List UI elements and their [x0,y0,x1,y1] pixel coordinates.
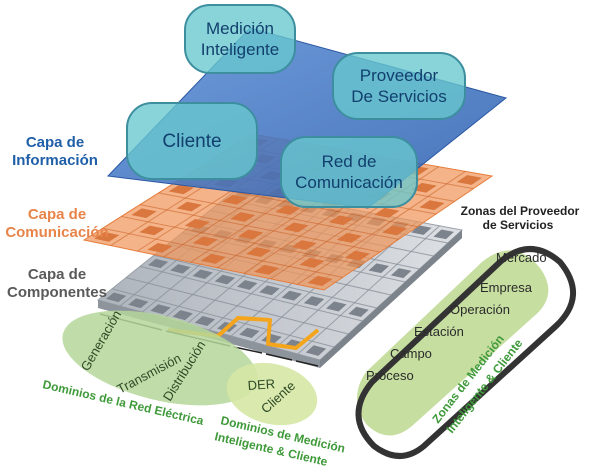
label-informacion-line2: Información [12,152,98,169]
grid-block [150,304,171,315]
bubble-medicion-line2: Inteligente [200,40,280,59]
zone-proceso: Proceso [366,368,414,383]
grid-block [283,222,309,233]
grid-block [411,225,432,235]
grid-block [200,253,227,264]
bubble-red-comunicacion: Red de Comunicación [280,136,418,208]
grid-block [419,200,445,211]
zone-campo: Campo [390,346,432,361]
zones-green-band [357,250,549,436]
grid-block [172,310,193,321]
label-comunicacion-line2: Comunicación [5,224,109,241]
domain-ellipses [62,310,318,426]
grid-block [93,232,120,242]
zones-title-1: Zonas del Proveedor [461,204,580,218]
grid-block [281,290,302,301]
zones-black-outline [355,246,577,459]
grid-block [275,205,301,215]
grid-block [192,269,213,280]
bubble-red-line2: Comunicación [295,173,403,192]
grid-line [158,192,399,240]
grid-block [139,225,165,236]
grid-block [170,264,191,274]
grid-block [344,250,371,261]
grid-block [390,268,412,279]
zone-empresa: Empresa [480,280,533,295]
grid-block [221,194,248,205]
grid-block [245,247,272,258]
grid-line [102,227,343,278]
grid-block [184,218,211,229]
domain-der: DER [247,376,275,393]
label-componentes-line2: Componentes [6,284,107,301]
grid-block [291,240,317,251]
zone-operacion: Operación [450,302,510,317]
grid-block [105,292,127,303]
label-capa-comunicacion: Capa de Comunicación [4,206,110,242]
medicion-cliente-domain [226,362,318,426]
bubble-red-line1: Red de [321,152,377,171]
zones-loop [355,246,577,459]
label-comunicacion-line1: Capa de [27,206,87,223]
grid-block [373,207,400,218]
grid-block [131,208,157,219]
bubble-cliente-line1: Cliente [162,130,222,152]
grid-block [307,275,333,286]
label-componentes-line1: Capa de [27,266,87,283]
grid-block [253,264,280,275]
grid-block [328,215,355,226]
red-electrica-domain [62,310,258,406]
grid-block [368,263,390,274]
grid-block [303,296,325,307]
grid-block [433,229,454,240]
grid-block [326,301,347,312]
bubble-proveedor-line1: Proveedor [359,66,439,85]
grid-line [297,170,466,285]
grid-block [237,229,264,240]
grid-block [147,242,173,253]
bubble-proveedor-line2: De Servicios [351,87,447,106]
grid-line [139,204,381,253]
grid-block [381,225,408,236]
label-capa-informacion: Capa de Información [6,134,104,170]
grid-block [229,212,256,222]
grid-line [297,225,440,355]
grid-block [348,306,369,317]
zones-title-2: de Servicios [483,218,554,232]
grid-line [121,215,362,266]
grid-block [147,258,169,269]
grid-block [176,201,203,212]
bubble-medicion-inteligente: Medición Inteligente [184,4,296,74]
grid-block [456,175,483,185]
component-plane-right-edge [320,230,462,368]
bubble-proveedor-servicios: Proveedor De Servicios [332,52,466,120]
grid-block [214,274,236,285]
zone-mercado: Mercado [496,250,547,265]
grid-block [168,184,195,195]
grid-block [299,257,325,268]
grid-block [411,182,437,193]
label-informacion-line1: Capa de [25,134,85,151]
grid-block [192,236,219,247]
bubble-cliente: Cliente [126,102,258,180]
grid-block [194,315,216,327]
grid-block [237,280,258,290]
label-capa-componentes: Capa de Componentes [4,266,110,302]
grid-block [239,327,260,338]
grid-block [336,232,363,243]
grid-block [305,345,327,356]
grid-block [128,298,149,309]
grid-block [259,285,280,296]
bubble-medicion-line1: Medición [205,19,275,38]
zone-estacion: Estación [414,324,464,339]
